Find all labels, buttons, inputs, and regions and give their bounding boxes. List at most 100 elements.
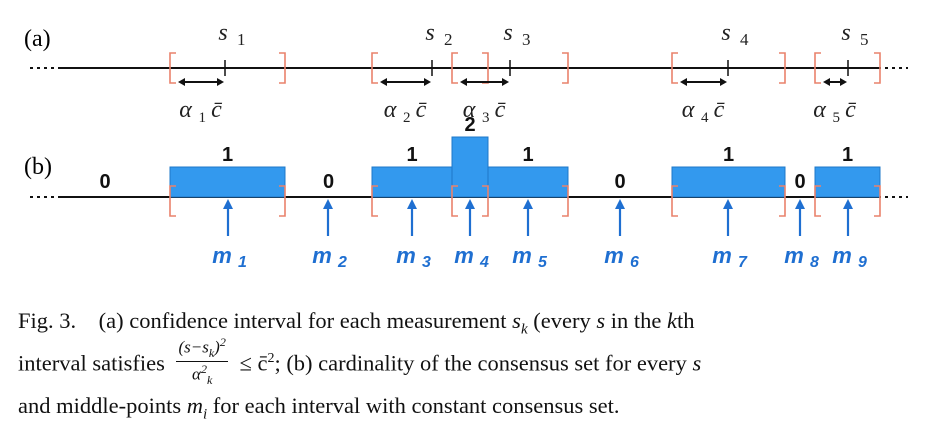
panel-a-label: (a) [24, 26, 51, 52]
midpoint-arrow-head [407, 199, 417, 209]
caption-text: interval satisfies [18, 350, 171, 376]
interval-bracket-left [671, 52, 678, 84]
midpoint-label: m [454, 243, 474, 268]
midpoint-arrow-head [615, 199, 625, 209]
alpha-label-sub: 1 [199, 110, 207, 126]
interval-bracket-left [371, 52, 378, 84]
midpoint-label-sub: 7 [738, 254, 748, 271]
interval-bracket-right [874, 185, 881, 217]
midpoint-label: m [784, 243, 804, 268]
midpoint-arrow-head [223, 199, 233, 209]
cardinality-bar [451, 136, 489, 198]
midpoint-label: m [712, 243, 732, 268]
midpoint-label-sub: 1 [238, 254, 247, 271]
cardinality-value: 0 [99, 171, 110, 193]
caption-text: for each interval with constant consensu… [207, 393, 620, 419]
cardinality-value: 1 [842, 144, 853, 166]
interval-bracket-right [562, 52, 569, 84]
caption-var: m [186, 393, 203, 419]
caption-sup: 2 [267, 350, 275, 366]
midpoint-label-sub: 9 [858, 254, 867, 271]
measurement-label-sub: 5 [860, 30, 869, 49]
alpha-label-sub: 5 [833, 110, 841, 126]
measurement-label-sub: 1 [237, 30, 246, 49]
cardinality-value: 1 [522, 144, 533, 166]
interval-bracket-right [779, 185, 786, 217]
alpha-label: α [682, 97, 695, 123]
midpoint-label-sub: 2 [337, 254, 347, 271]
caption-line-3: and middle-points mi for each interval w… [18, 390, 918, 425]
interval-bracket-left [169, 52, 176, 84]
frac-num-sub: k [208, 346, 215, 361]
interval-bracket-left [814, 52, 821, 84]
cardinality-value: 0 [614, 171, 625, 193]
interval-bracket-left [814, 185, 821, 217]
interval-bracket-right [779, 52, 786, 84]
caption-text: and middle-points [18, 393, 187, 419]
interval-bracket-left [451, 185, 458, 217]
measurement-label: s [218, 20, 227, 46]
cardinality-value: 2 [464, 114, 475, 136]
alpha-arrow-head [380, 78, 387, 86]
midpoint-arrow-head [323, 199, 333, 209]
interval-bracket-right [874, 52, 881, 84]
alpha-label: α [813, 97, 826, 123]
midpoint-arrow-head [795, 199, 805, 209]
interval-bracket-left [451, 52, 458, 84]
frac-num-sup: 2 [219, 335, 226, 350]
alpha-label-sub: 2 [403, 110, 411, 126]
cardinality-value: 0 [794, 171, 805, 193]
interval-bracket-right [482, 185, 489, 217]
measurement-label: s [721, 20, 730, 46]
midpoint-label-sub: 8 [810, 254, 819, 271]
frac-num: (s−s [178, 337, 209, 357]
measurement-label-sub: 3 [522, 30, 531, 49]
alpha-label-sub: 4 [701, 110, 709, 126]
cardinality-bar [487, 166, 569, 198]
cbar-label: c̄ [714, 97, 725, 123]
frac-den-sup: 2 [200, 361, 207, 376]
interval-bracket-left [169, 185, 176, 217]
cardinality-value: 1 [406, 144, 417, 166]
alpha-arrow-head [460, 78, 467, 86]
alpha-arrow-head [178, 78, 185, 86]
alpha-label: α [179, 97, 192, 123]
caption-var: s [512, 308, 521, 333]
measurement-label: s [425, 20, 434, 46]
midpoint-label-sub: 5 [538, 254, 548, 271]
caption-text: (every [527, 308, 597, 333]
caption-text: (a) confidence interval for each measure… [98, 308, 513, 333]
alpha-arrow-head [217, 78, 224, 86]
alpha-arrow-head [424, 78, 431, 86]
alpha-arrow-head [720, 78, 727, 86]
alpha-arrow-head [502, 78, 509, 86]
caption-var-sub: k [520, 321, 528, 338]
measurement-label-sub: 4 [740, 30, 749, 49]
caption-text: th [676, 308, 695, 333]
figure-caption: Fig. 3. (a) confidence interval for each… [18, 305, 918, 426]
interval-bracket-left [671, 185, 678, 217]
frac-den: α [192, 364, 201, 384]
midpoint-arrow-head [465, 199, 475, 209]
measurement-label: s [503, 20, 512, 46]
caption-var: s [596, 308, 606, 333]
panel-b-label: (b) [24, 154, 52, 180]
measurement-label: s [841, 20, 850, 46]
midpoint-label: m [512, 243, 532, 268]
midpoint-arrow-head [523, 199, 533, 209]
cbar-label: c̄ [211, 97, 222, 123]
caption-var-sub: i [202, 406, 208, 423]
interval-bracket-right [562, 185, 569, 217]
caption-text: ≤ c̄ [233, 350, 268, 376]
cardinality-bar [169, 166, 286, 198]
cardinality-bar [814, 166, 881, 198]
measurement-label-sub: 2 [444, 30, 453, 49]
midpoint-label: m [312, 243, 332, 268]
caption-text: in the [605, 308, 667, 333]
cardinality-value: 0 [323, 171, 334, 193]
frac-num-tail: ) [214, 337, 220, 357]
